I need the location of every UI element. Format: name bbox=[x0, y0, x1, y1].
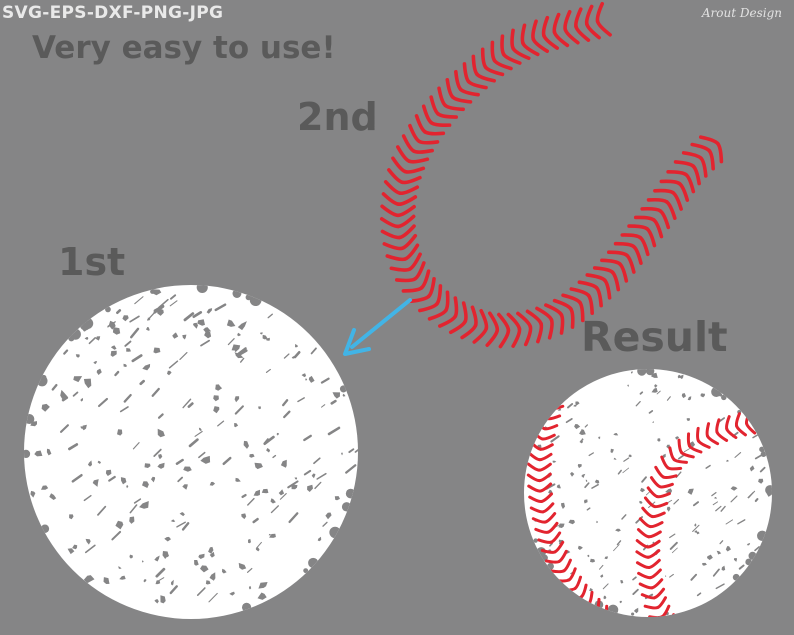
tagline: Very easy to use! bbox=[32, 30, 336, 66]
file-formats-label: SVG-EPS-DXF-PNG-JPG bbox=[2, 3, 224, 23]
brand-watermark: Arout Design bbox=[701, 6, 782, 20]
step-1-label: 1st bbox=[58, 240, 126, 284]
result-label: Result bbox=[581, 313, 728, 361]
arrow-icon bbox=[343, 298, 412, 356]
step-2-label: 2nd bbox=[297, 95, 378, 139]
distressed-ball-art bbox=[24, 285, 358, 619]
baseball-stitches-art bbox=[379, 1, 724, 349]
result-baseball-art bbox=[524, 369, 772, 617]
